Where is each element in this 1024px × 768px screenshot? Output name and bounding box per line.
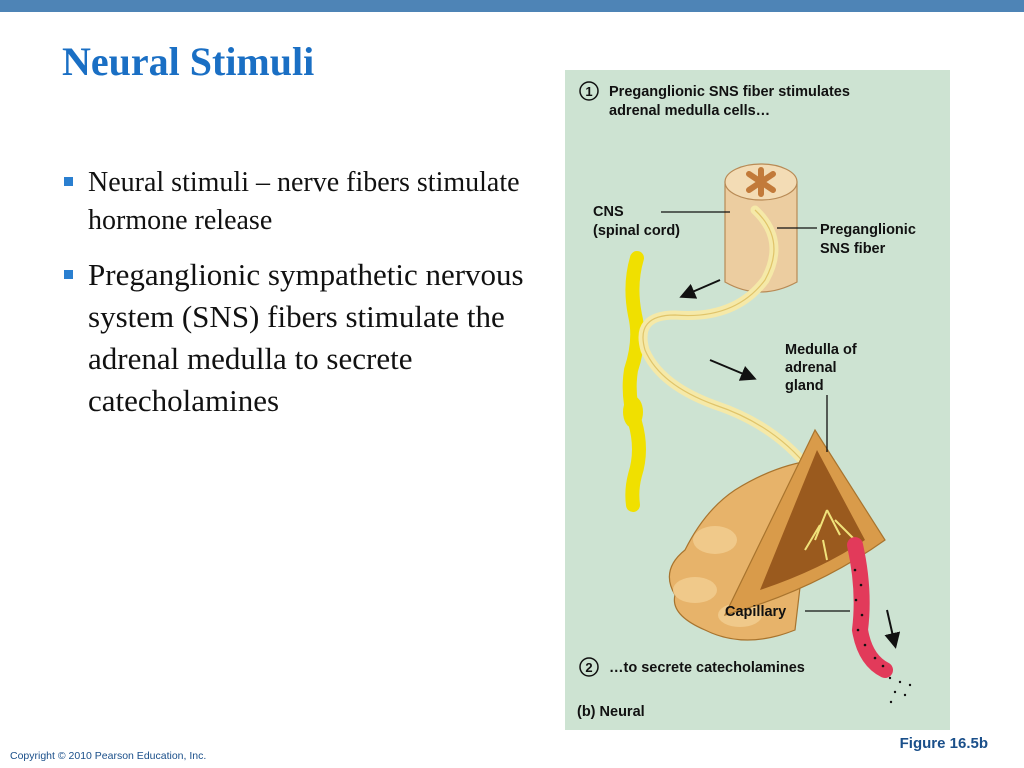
bullet-text: Preganglionic sympathetic nervous system… xyxy=(88,257,524,418)
cns-label-line-1: CNS xyxy=(593,204,624,220)
figure-caption: Figure 16.5b xyxy=(899,735,988,752)
step-2-marker: 2 xyxy=(579,657,599,677)
adrenal-gland-shape xyxy=(668,428,886,641)
medulla-label-line-3: gland xyxy=(785,378,824,394)
step-1-number: 1 xyxy=(585,84,592,99)
capillary-label: Capillary xyxy=(725,604,786,620)
bullet-text: Neural stimuli – nerve fibers stimulate … xyxy=(88,167,520,236)
top-accent-bar xyxy=(0,0,1024,12)
bullet-item: Neural stimuli – nerve fibers stimulate … xyxy=(62,164,542,240)
step-2-text: …to secrete catecholamines xyxy=(609,660,805,676)
cns-label-line-2: (spinal cord) xyxy=(593,223,680,239)
step-1-marker: 1 xyxy=(579,81,599,101)
fiber-label-line-1: Preganglionic xyxy=(820,222,916,238)
secretion-arrow xyxy=(884,609,901,649)
step-1-line-2: adrenal medulla cells… xyxy=(609,103,770,119)
sympathetic-chain-shape xyxy=(622,251,646,512)
medulla-label-line-2: adrenal xyxy=(785,360,837,376)
step-2-number: 2 xyxy=(585,660,592,675)
figure-illustration: 1 Preganglionic SNS fiber stimulates adr… xyxy=(565,70,950,730)
bullet-item: Preganglionic sympathetic nervous system… xyxy=(62,254,542,422)
bullet-list: Neural stimuli – nerve fibers stimulate … xyxy=(62,164,542,422)
medulla-label-line-1: Medulla of xyxy=(785,342,857,358)
fiber-label-line-2: SNS fiber xyxy=(820,241,886,257)
step-1-line-1: Preganglionic SNS fiber stimulates xyxy=(609,84,850,100)
bullet-square-icon xyxy=(64,270,73,279)
capillary-shape xyxy=(847,537,893,678)
slide-title: Neural Stimuli xyxy=(62,39,315,84)
direction-arrow xyxy=(679,279,721,299)
direction-arrow xyxy=(709,359,757,381)
panel-label: (b) Neural xyxy=(577,704,645,720)
adrenal-neural-stimulus-figure: 1 Preganglionic SNS fiber stimulates adr… xyxy=(565,70,950,730)
catecholamine-dots xyxy=(853,568,912,704)
bullet-square-icon xyxy=(64,177,73,186)
copyright-notice: Copyright © 2010 Pearson Education, Inc. xyxy=(10,750,207,762)
spinal-cord-shape xyxy=(724,163,798,293)
ganglion-shape xyxy=(623,396,643,428)
